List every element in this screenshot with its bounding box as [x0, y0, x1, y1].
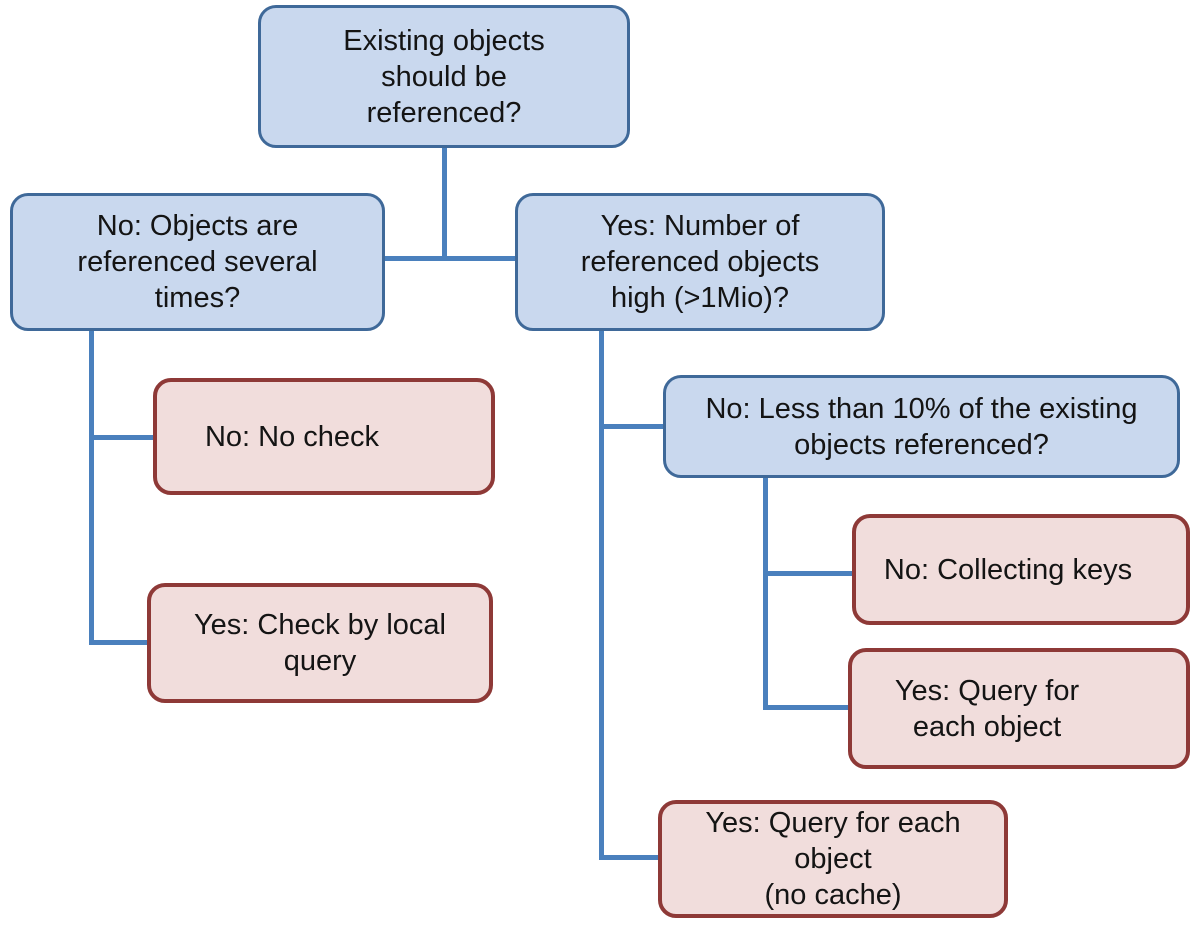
connector-mid-trunk [763, 477, 768, 710]
decision-existing-objects-referenced-label: Existing objects should be referenced? [343, 24, 545, 129]
connector-root-branch-bar [385, 256, 515, 261]
connector-mid-to-collecting-keys [765, 571, 854, 576]
connector-right-trunk [599, 330, 604, 860]
connector-left-to-no-check [91, 435, 155, 440]
connector-root-trunk [442, 146, 447, 260]
outcome-query-each-object-no-cache: Yes: Query for each object (no cache) [658, 800, 1008, 918]
decision-less-than-10-percent-referenced-label: No: Less than 10% of the existing object… [705, 392, 1138, 461]
outcome-check-by-local-query-label: Yes: Check by local query [193, 609, 446, 677]
outcome-collecting-keys: No: Collecting keys [852, 514, 1190, 625]
outcome-no-check: No: No check [153, 378, 495, 495]
connector-right-to-less-than-10 [601, 424, 665, 429]
outcome-query-for-each-object-label: Yes: Query for each object [894, 674, 1080, 743]
decision-referenced-objects-high-label: Yes: Number of referenced objects high (… [580, 210, 820, 314]
decision-objects-referenced-several-times: No: Objects are referenced several times… [10, 193, 385, 331]
decision-objects-referenced-several-times-label: No: Objects are referenced several times… [77, 210, 318, 314]
decision-less-than-10-percent-referenced: No: Less than 10% of the existing object… [663, 375, 1180, 478]
outcome-no-check-label: No: No check [204, 420, 380, 453]
outcome-collecting-keys-label: No: Collecting keys [883, 553, 1133, 586]
decision-referenced-objects-high: Yes: Number of referenced objects high (… [515, 193, 885, 331]
connector-left-to-local-query [91, 640, 151, 645]
outcome-query-for-each-object: Yes: Query for each object [848, 648, 1190, 769]
connector-mid-to-query-each [765, 705, 850, 710]
outcome-check-by-local-query: Yes: Check by local query [147, 583, 493, 703]
decision-existing-objects-referenced: Existing objects should be referenced? [258, 5, 630, 148]
outcome-query-each-object-no-cache-label: Yes: Query for each object (no cache) [705, 807, 961, 911]
connector-left-trunk [89, 330, 94, 645]
connector-right-to-query-no-cache [601, 855, 662, 860]
